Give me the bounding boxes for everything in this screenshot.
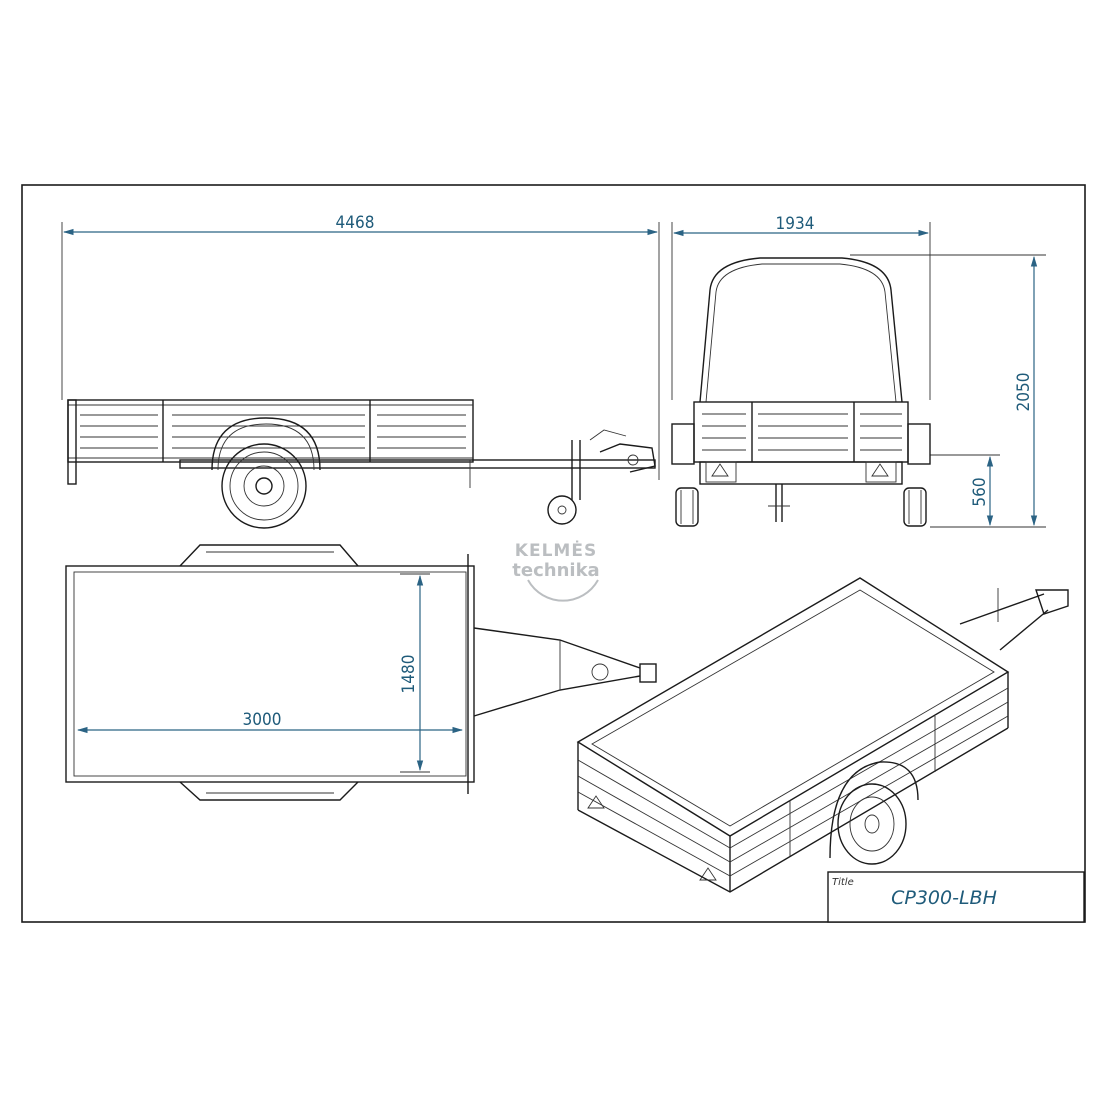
title-block-label: Title xyxy=(832,877,854,888)
top-view: 1480 3000 xyxy=(65,544,657,801)
rear-view: 1934 2050 560 xyxy=(671,214,1046,528)
title-block-value: CP300-LBH xyxy=(891,887,997,909)
side-length-label: 4468 xyxy=(336,213,375,233)
top-width-label: 1480 xyxy=(399,655,419,694)
title-block: Title CP300-LBH xyxy=(827,871,1085,923)
side-view: 4468 xyxy=(61,213,660,529)
rear-height-label: 2050 xyxy=(1014,373,1034,412)
watermark-line1: KELMĖS xyxy=(515,539,597,561)
rear-floor-height-label: 560 xyxy=(970,477,990,506)
watermark-line2: technika xyxy=(512,560,599,581)
top-length-label: 3000 xyxy=(243,710,282,730)
rear-width-label: 1934 xyxy=(776,214,815,234)
watermark-logo: KELMĖS technika xyxy=(512,539,600,602)
isometric-view xyxy=(576,577,1069,893)
sheet-frame xyxy=(21,184,1086,923)
